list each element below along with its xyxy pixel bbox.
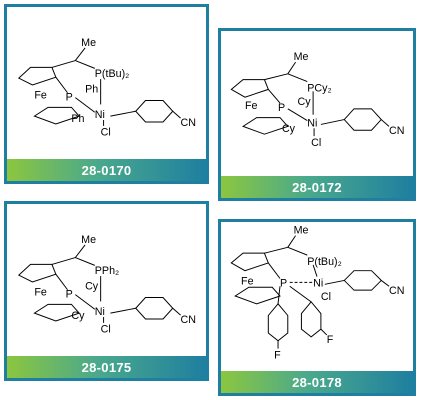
methyl-label: Me: [81, 37, 96, 49]
nickel-label: Ni: [313, 277, 323, 289]
aryl-ring: [135, 297, 174, 320]
catalog-number: 28-0178: [221, 371, 413, 393]
structure-image: Me P(tBu)₂ Fe P Ni Cl CN F F: [221, 222, 413, 371]
chemical-structure-drawing: Me P(tBu)₂ Fe P Ph Ph Ni Cl CN: [17, 37, 196, 139]
phosphorus-label: P: [278, 102, 285, 114]
methyl-label: Me: [294, 225, 309, 237]
phosphorus-label: P: [280, 277, 287, 289]
fluorophenyl-ring-1: [267, 303, 289, 342]
catalog-number: 28-0170: [7, 159, 206, 181]
substituent-2-label: Cy: [282, 123, 296, 135]
catalog-number: 28-0175: [7, 356, 206, 378]
cyclopentadienyl-ring-top: [17, 263, 57, 283]
substituent-2-label: Ph: [71, 113, 84, 125]
nitrile-label: CN: [181, 314, 196, 326]
top-phosphine-label: P(tBu)₂: [95, 68, 130, 80]
top-phosphine-label: P(tBu)₂: [307, 256, 342, 268]
nitrile-label: CN: [389, 125, 404, 137]
product-card-28-0175[interactable]: Me PPh₂ Fe P Cy Cy Ni Cl CN 28-0175: [4, 201, 209, 381]
chemical-structure-drawing: Me PPh₂ Fe P Cy Cy Ni Cl CN: [17, 234, 196, 336]
iron-label: Fe: [241, 275, 254, 287]
structure-image: Me PCy₂ Fe P Cy Cy Ni Cl CN: [221, 31, 413, 176]
chemical-structure-drawing: Me P(tBu)₂ Fe P Ni Cl CN F F: [230, 225, 405, 361]
nickel-label: Ni: [95, 109, 105, 121]
phosphorus-label: P: [66, 92, 73, 104]
methyl-label: Me: [81, 234, 96, 246]
cyclopentadienyl-ring-top: [230, 79, 269, 98]
iron-label: Fe: [34, 287, 47, 299]
aryl-ring: [343, 270, 382, 291]
nitrile-label: CN: [389, 285, 404, 297]
aryl-ring: [343, 108, 382, 131]
cyclopentadienyl-ring-bottom: [241, 117, 289, 135]
structure-image: Me P(tBu)₂ Fe P Ph Ph Ni Cl CN: [7, 7, 206, 159]
substituent-1-label: Cy: [298, 96, 312, 108]
chemical-structure-drawing: Me PCy₂ Fe P Cy Cy Ni Cl CN: [230, 51, 404, 149]
nitrile-label: CN: [181, 117, 196, 129]
aryl-ring: [135, 100, 174, 123]
nickel-label: Ni: [95, 306, 105, 318]
catalog-number: 28-0172: [221, 176, 413, 198]
top-phosphine-label: PCy₂: [307, 82, 331, 94]
product-card-28-0170[interactable]: Me P(tBu)₂ Fe P Ph Ph Ni Cl CN 28-0170: [4, 4, 209, 184]
iron-label: Fe: [245, 100, 258, 112]
cyclopentadienyl-ring-bottom: [33, 106, 81, 125]
fluoro-label-2: F: [327, 334, 334, 346]
nickel-label: Ni: [307, 117, 317, 129]
substituent-1-label: Cy: [85, 281, 99, 293]
chloride-label: Cl: [101, 324, 111, 336]
cyclopentadienyl-ring-top: [17, 66, 57, 86]
substituent-1-label: Ph: [85, 84, 98, 96]
cyclopentadienyl-ring-bottom: [33, 303, 81, 322]
structure-image: Me PPh₂ Fe P Cy Cy Ni Cl CN: [7, 204, 206, 356]
cyclopentadienyl-ring-bottom: [234, 286, 281, 305]
product-card-28-0178[interactable]: Me P(tBu)₂ Fe P Ni Cl CN F F 28-0178: [218, 219, 416, 396]
product-card-28-0172[interactable]: Me PCy₂ Fe P Cy Cy Ni Cl CN 28-0172: [218, 28, 416, 201]
fluorophenyl-ring-2: [300, 301, 322, 338]
top-phosphine-label: PPh₂: [95, 265, 119, 277]
fluoro-label-1: F: [274, 349, 281, 361]
cyclopentadienyl-ring-top: [230, 252, 269, 272]
chloride-label: Cl: [321, 291, 331, 303]
substituent-2-label: Cy: [71, 310, 85, 322]
iron-label: Fe: [34, 90, 47, 102]
phosphorus-label: P: [66, 289, 73, 301]
methyl-label: Me: [294, 51, 309, 63]
chloride-label: Cl: [311, 137, 321, 149]
chloride-label: Cl: [101, 127, 111, 139]
